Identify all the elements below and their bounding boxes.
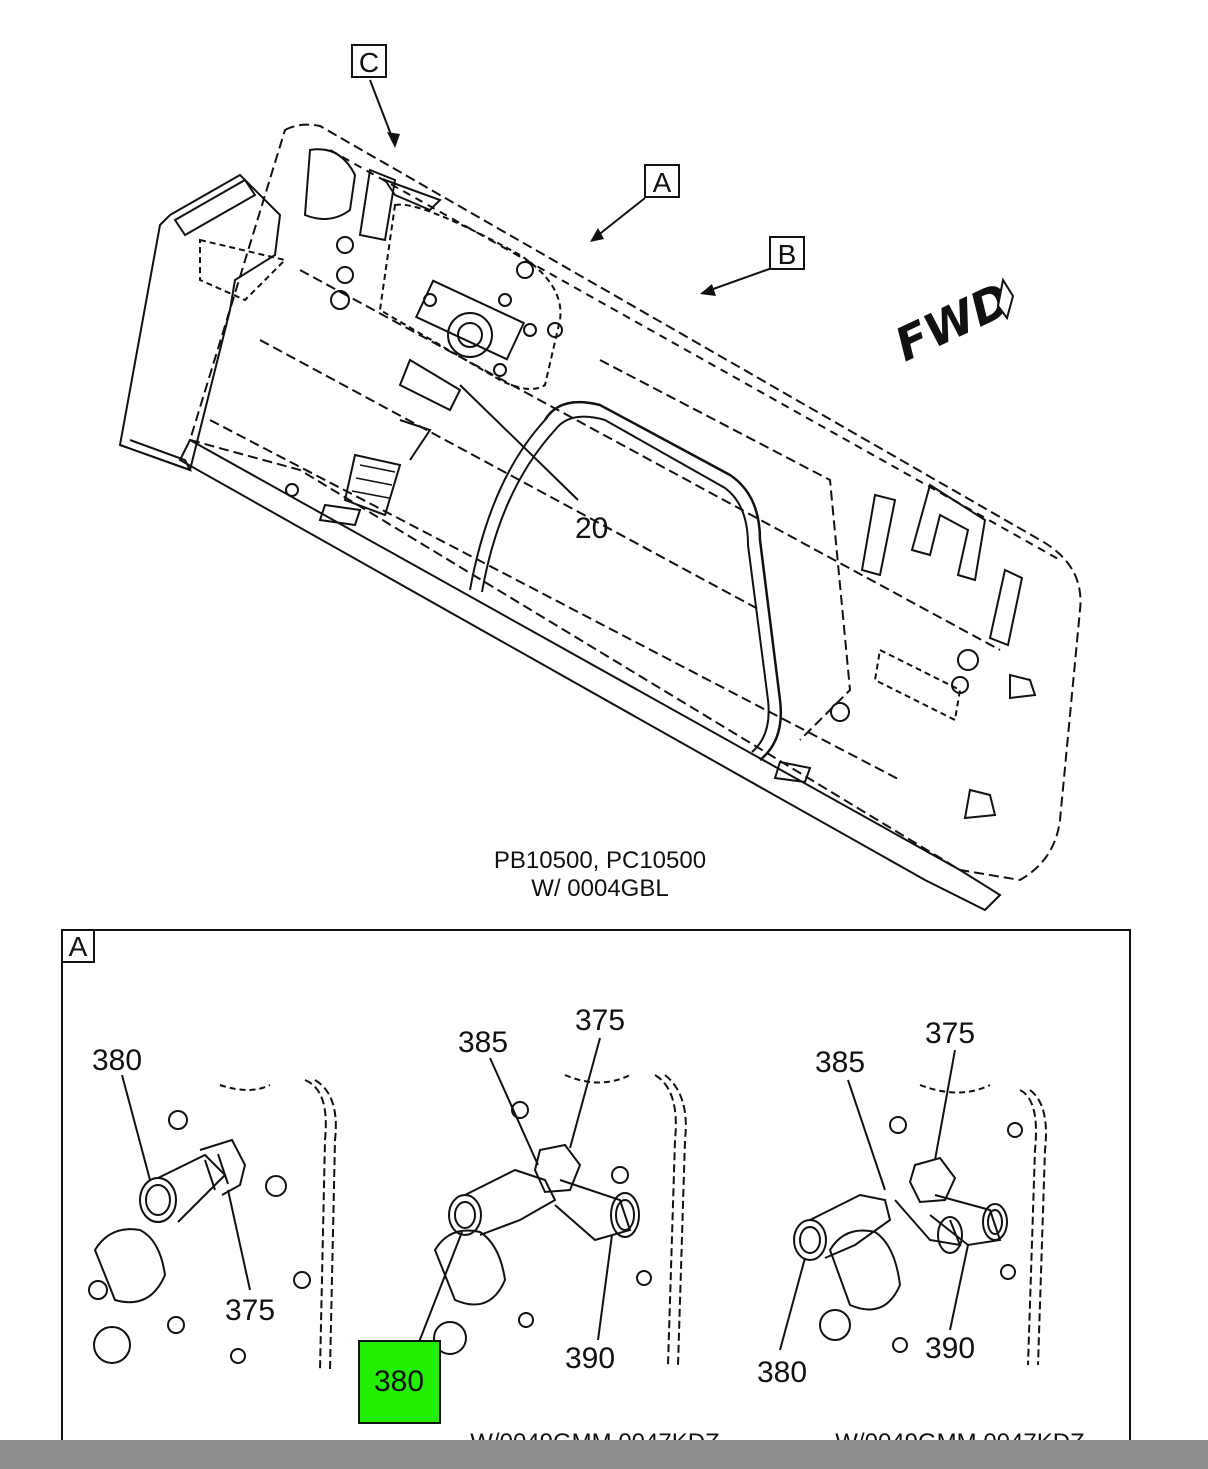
callout-20: 20 — [575, 512, 608, 545]
leader-380-panel1 — [121, 1074, 151, 1181]
main-caption-line1: PB10500, PC10500 — [494, 847, 706, 874]
fitting-375-straight — [139, 1138, 247, 1223]
detail-panel-1 — [88, 1074, 337, 1371]
forward-arrow-icon — [996, 277, 1015, 321]
callout-375-panel1: 375 — [225, 1294, 275, 1327]
view-ref-c: C — [351, 44, 387, 78]
leader-a — [591, 197, 646, 241]
leader-375-panel3 — [934, 1049, 956, 1161]
tee-fitting-panel3 — [793, 1156, 1008, 1261]
callout-385-panel3: 385 — [815, 1046, 865, 1079]
view-ref-a: A — [644, 164, 680, 198]
svg-text:A: A — [69, 931, 88, 962]
callout-385-panel2: 385 — [458, 1026, 508, 1059]
leader-b — [701, 267, 773, 294]
detail-panel-2 — [411, 1037, 687, 1366]
svg-text:A: A — [653, 167, 672, 198]
detail-panel-3 — [779, 1049, 1047, 1366]
tee-fitting-panel2 — [448, 1143, 640, 1242]
detail-a-label: A — [61, 929, 95, 963]
accelerator-pedal — [343, 453, 402, 517]
dash-panel-assembly — [118, 79, 1082, 912]
callout-390-panel3: 390 — [925, 1332, 975, 1365]
leader-380-panel2 — [411, 1231, 463, 1361]
callout-375-panel3: 375 — [925, 1017, 975, 1050]
forward-direction-indicator: FWD — [887, 272, 1019, 372]
callout-380-panel2-highlight: 380 — [358, 1340, 441, 1424]
valve-assembly — [398, 279, 537, 412]
callout-375-panel2: 375 — [575, 1004, 625, 1037]
callout-390-panel2: 390 — [565, 1342, 615, 1375]
callout-380-panel1: 380 — [92, 1044, 142, 1077]
callout-380-panel3: 380 — [757, 1356, 807, 1389]
leader-380-panel3 — [779, 1257, 806, 1351]
leader-385-panel3 — [847, 1079, 886, 1191]
leader-20 — [459, 384, 579, 501]
svg-text:380: 380 — [374, 1365, 424, 1398]
leader-390-panel2 — [597, 1234, 613, 1341]
view-ref-b: B — [769, 236, 805, 270]
svg-text:C: C — [359, 47, 379, 78]
svg-text:FWD: FWD — [887, 272, 1019, 372]
svg-text:B: B — [778, 239, 797, 270]
leader-375-panel1 — [227, 1189, 251, 1291]
bottom-scroll-bar — [0, 1440, 1208, 1469]
leader-375-panel2 — [569, 1037, 601, 1149]
leader-390-panel3 — [949, 1244, 969, 1331]
main-caption-line2: W/ 0004GBL — [531, 875, 668, 902]
leader-385-panel2 — [489, 1057, 539, 1166]
